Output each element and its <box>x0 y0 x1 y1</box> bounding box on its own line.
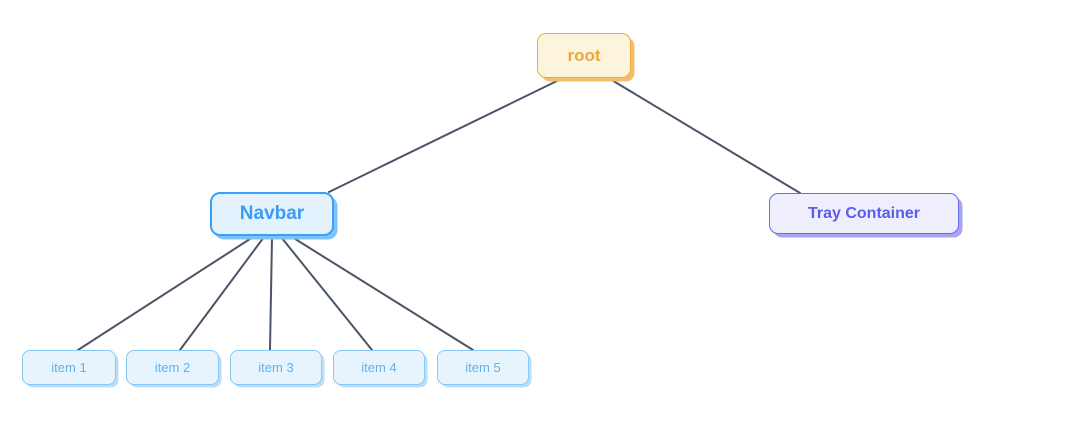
node-item2[interactable]: item 2 <box>126 350 219 385</box>
node-tray[interactable]: Tray Container <box>769 193 959 234</box>
node-label-item1: item 1 <box>51 360 87 375</box>
edge-root-to-tray <box>609 78 801 194</box>
node-label-item3: item 3 <box>258 360 294 375</box>
node-navbar[interactable]: Navbar <box>210 192 334 236</box>
node-label-item4: item 4 <box>361 360 397 375</box>
edge-navbar-to-item5 <box>291 236 474 351</box>
edge-navbar-to-item3 <box>269 236 273 351</box>
node-label-item5: item 5 <box>465 360 501 375</box>
edge-navbar-to-item2 <box>179 236 265 351</box>
node-item5[interactable]: item 5 <box>437 350 529 385</box>
edge-navbar-to-item1 <box>77 236 254 351</box>
node-label-root: root <box>567 45 601 65</box>
node-item4[interactable]: item 4 <box>333 350 425 385</box>
node-item1[interactable]: item 1 <box>22 350 116 385</box>
node-item3[interactable]: item 3 <box>230 350 322 385</box>
edge-root-to-navbar <box>328 78 562 193</box>
edge-navbar-to-item4 <box>280 236 373 351</box>
node-label-item2: item 2 <box>154 360 191 375</box>
node-label-navbar: Navbar <box>239 203 305 224</box>
node-label-tray: Tray Container <box>807 204 921 222</box>
node-root[interactable]: root <box>537 33 631 78</box>
